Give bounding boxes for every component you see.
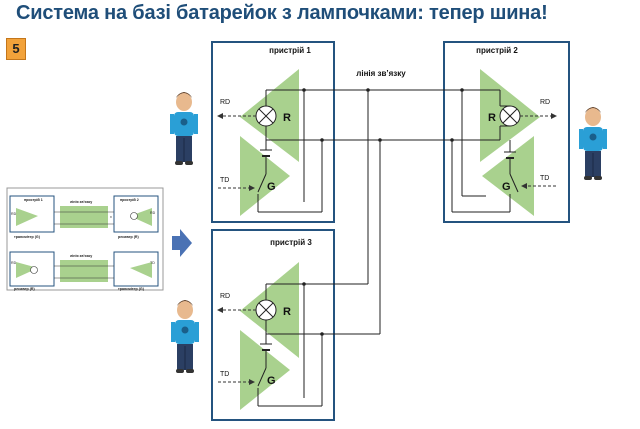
junction-dots xyxy=(302,88,464,336)
device3-title: пристрій 3 xyxy=(270,238,312,247)
person-icon xyxy=(169,91,199,166)
bus-wires xyxy=(257,89,511,407)
battery-icon xyxy=(504,151,516,174)
thumb-rd-lower: RD xyxy=(11,261,17,265)
thumb-receiver-right: ресивер (R) xyxy=(118,235,140,239)
person-icon xyxy=(578,106,608,181)
switch-icon xyxy=(257,173,267,196)
td-label: TD xyxy=(220,177,229,184)
previous-slide-thumbnail: пристрій 1 пристрій 2 лінія зв’язку ліні… xyxy=(6,187,164,291)
thumb-x-mark: x xyxy=(110,215,112,219)
switch-icon xyxy=(257,367,267,387)
thumb-receiver-left: ресивер (R) xyxy=(14,287,36,291)
transmitter-letter: G xyxy=(267,181,276,193)
thumb-transmitter-left: трансмітер (G) xyxy=(14,235,41,239)
person-icon xyxy=(170,299,200,374)
slide-number-badge: 5 xyxy=(6,38,26,60)
thumb-transmitter-right: трансмітер (G) xyxy=(118,287,145,291)
thumb-rd-left: RD xyxy=(11,212,17,216)
rd-label: RD xyxy=(220,99,230,106)
thumb-rd-right: RD xyxy=(150,211,156,215)
rd-label: RD xyxy=(540,99,550,106)
thumb-device2-title: пристрій 2 xyxy=(120,198,139,202)
td-label: TD xyxy=(540,175,549,182)
lamp-icon xyxy=(255,299,277,321)
rd-label: RD xyxy=(220,293,230,300)
thumb-link-label-top: лінія зв’язку xyxy=(70,200,92,204)
receiver-letter: R xyxy=(283,306,291,318)
receiver-letter: R xyxy=(283,112,291,124)
thumb-td-right: TD xyxy=(150,261,155,265)
right-arrow-icon xyxy=(172,229,192,257)
slide-title: Система на базі батарейок з лампочками: … xyxy=(16,2,548,24)
td-label: TD xyxy=(220,371,229,378)
device1-title: пристрій 1 xyxy=(269,46,311,55)
link-label: лінія зв’язку xyxy=(356,69,406,78)
thumb-link-label-bottom: лінія зв’язку xyxy=(70,254,92,258)
battery-icon xyxy=(260,343,272,368)
lamp-icon xyxy=(499,105,521,127)
transmitter-triangle xyxy=(482,136,534,216)
device2-title: пристрій 2 xyxy=(476,46,518,55)
lamp-icon xyxy=(255,105,277,127)
battery-icon xyxy=(260,149,272,174)
transmitter-letter: G xyxy=(267,375,276,387)
thumb-device1-title: пристрій 1 xyxy=(24,198,43,202)
receiver-letter: R xyxy=(488,112,496,124)
transmitter-letter: G xyxy=(502,181,511,193)
switch-icon xyxy=(509,173,519,193)
